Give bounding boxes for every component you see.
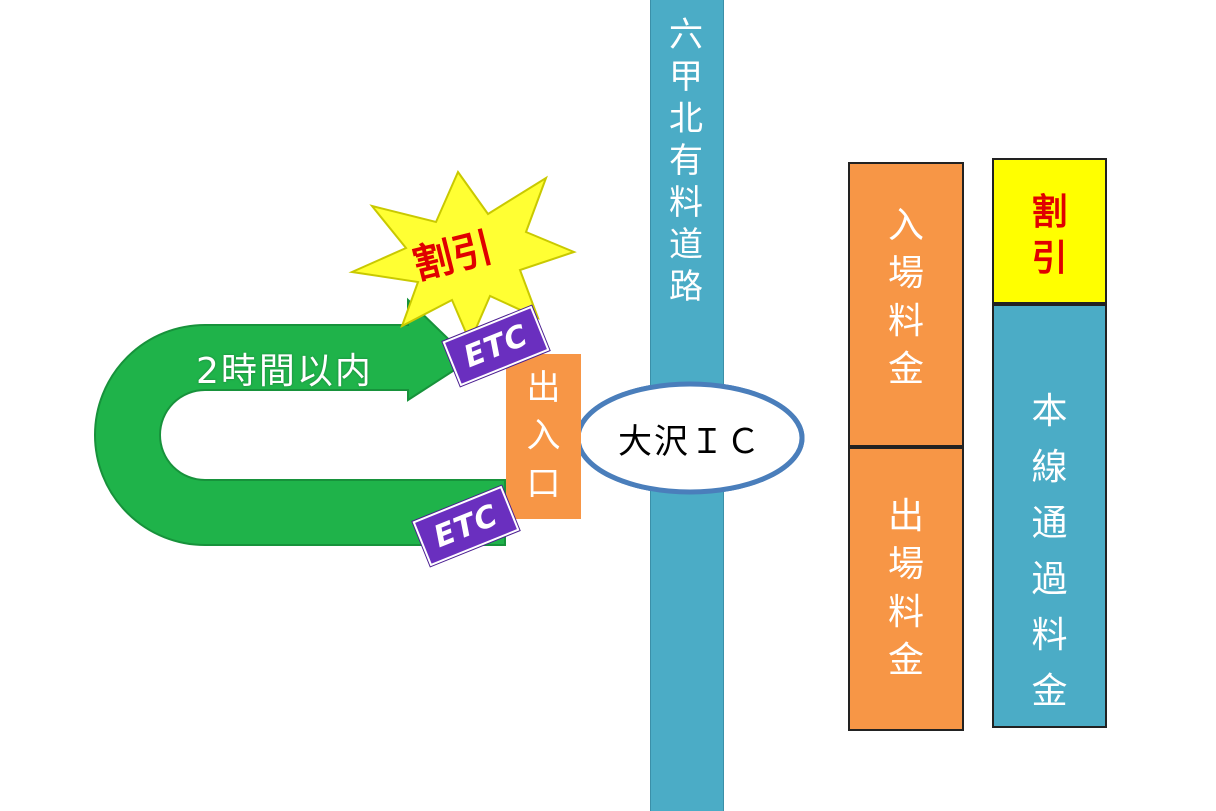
mainline-fee-label: 本線通過料金	[1031, 391, 1068, 712]
expressway-label: 六甲北有料道路	[669, 15, 703, 307]
entry-fee-label: 入場料金	[887, 205, 924, 390]
interchange-label: 大沢ＩＣ	[618, 421, 762, 462]
tollgate-label: 出入口	[526, 368, 561, 504]
u-turn-arrow	[94, 297, 506, 546]
discount-box: 割引	[992, 158, 1107, 304]
tollgate-block	[506, 354, 581, 519]
discount-label: 割引	[1031, 192, 1068, 279]
within-two-hours-label: 2時間以内	[196, 351, 373, 392]
exit-fee-box: 出場料金	[848, 447, 964, 731]
entry-fee-box: 入場料金	[848, 162, 964, 447]
mainline-fee-box: 本線通過料金	[992, 304, 1107, 728]
exit-fee-label: 出場料金	[887, 496, 924, 681]
